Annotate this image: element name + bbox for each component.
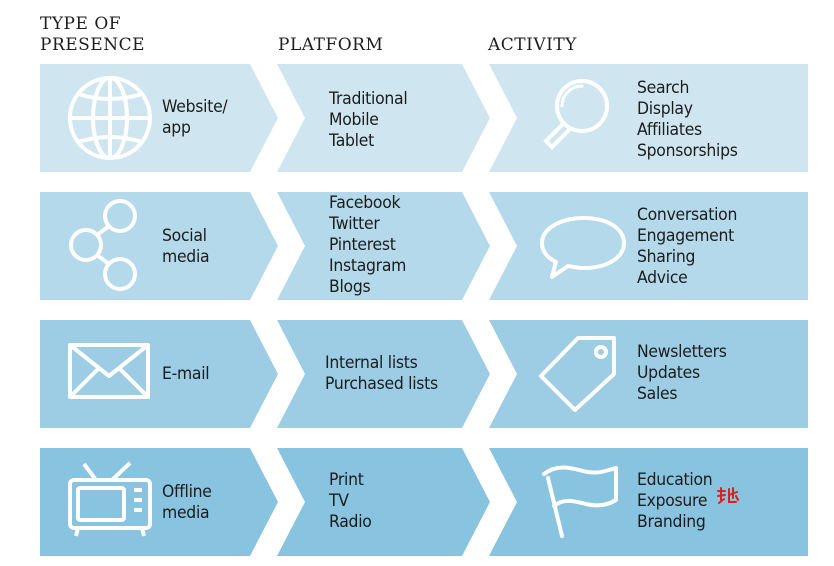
platform-item: Tablet	[329, 131, 374, 151]
presence-label-line: app	[162, 118, 191, 138]
header-type-of-presence-line2: PRESENCE	[40, 35, 145, 55]
activity-item: Branding	[637, 512, 706, 532]
header-activity: ACTIVITY	[488, 35, 577, 55]
activity-item: Sponsorships	[637, 141, 738, 161]
platform-list-social-media: Facebook Twitter Pinterest Instagram Blo…	[329, 193, 406, 298]
platform-chevron	[277, 448, 490, 556]
header-type-of-presence-line1: TYPE OF	[40, 14, 122, 34]
presence-label-social-media: Social media	[162, 226, 210, 268]
red-stamp-icon	[717, 487, 739, 504]
tv-icon	[68, 461, 152, 537]
speech-bubble-icon	[540, 216, 626, 279]
activity-list-social-media: Conversation Engagement Sharing Advice	[637, 205, 737, 289]
platform-item: TV	[329, 491, 349, 511]
flag-icon	[542, 465, 618, 538]
platform-list-email: Internal lists Purchased lists	[325, 353, 438, 395]
row-website	[40, 64, 808, 172]
presence-chevron	[40, 320, 278, 428]
activity-item: Education	[637, 470, 713, 490]
presence-label-line: E-mail	[162, 364, 210, 384]
platform-item: Purchased lists	[325, 374, 438, 394]
activity-list-email: Newsletters Updates Sales	[637, 342, 727, 405]
activity-item: Exposure	[637, 491, 708, 511]
row-offline-media	[40, 448, 808, 556]
presence-label-line: Website/	[162, 97, 228, 117]
platform-list-website: Traditional Mobile Tablet	[329, 89, 408, 152]
platform-list-offline-media: Print TV Radio	[329, 470, 372, 533]
presence-label-line: Social	[162, 226, 207, 246]
activity-item: Sharing	[637, 247, 696, 267]
envelope-icon	[68, 343, 150, 399]
platform-item: Internal lists	[325, 353, 418, 373]
activity-item: Updates	[637, 363, 700, 383]
presence-label-line: media	[162, 503, 210, 523]
platform-chevron	[277, 192, 490, 300]
activity-item: Display	[637, 99, 693, 119]
platform-item: Blogs	[329, 277, 371, 297]
platform-item: Traditional	[329, 89, 408, 109]
platform-chevron	[277, 320, 490, 428]
presence-chevron	[40, 448, 278, 556]
activity-item: Engagement	[637, 226, 735, 246]
platform-item: Twitter	[329, 214, 380, 234]
platform-item: Facebook	[329, 193, 401, 213]
activity-item: Advice	[637, 268, 688, 288]
presence-label-offline-media: Offline media	[162, 482, 212, 524]
presence-label-website: Website/ app	[162, 97, 228, 139]
row-social-media	[40, 192, 808, 300]
platform-item: Mobile	[329, 110, 379, 130]
activity-item: Conversation	[637, 205, 738, 225]
activity-list-website: Search Display Affiliates Sponsorships	[637, 78, 738, 162]
platform-item: Instagram	[329, 256, 407, 276]
platform-item: Pinterest	[329, 235, 396, 255]
activity-chevron	[489, 448, 808, 556]
activity-item: Search	[637, 78, 690, 98]
presence-label-line: Offline	[162, 482, 212, 502]
platform-chevron	[277, 64, 490, 172]
header-type-of-presence: TYPE OF PRESENCE	[40, 14, 145, 56]
activity-item: Sales	[637, 384, 678, 404]
presence-label-line: media	[162, 247, 210, 267]
row-email	[40, 320, 808, 428]
price-tag-icon	[539, 336, 616, 412]
presence-label-email: E-mail	[162, 364, 210, 385]
activity-list-offline-media: Education Exposure Branding	[637, 470, 713, 533]
platform-item: Radio	[329, 512, 372, 532]
header-platform: PLATFORM	[278, 35, 384, 55]
globe-icon	[68, 76, 152, 160]
activity-item: Newsletters	[637, 342, 727, 362]
activity-item: Affiliates	[637, 120, 702, 140]
share-icon	[69, 199, 137, 291]
magnifier-icon	[543, 79, 609, 150]
presence-chevron	[40, 192, 278, 300]
platform-item: Print	[329, 470, 364, 490]
